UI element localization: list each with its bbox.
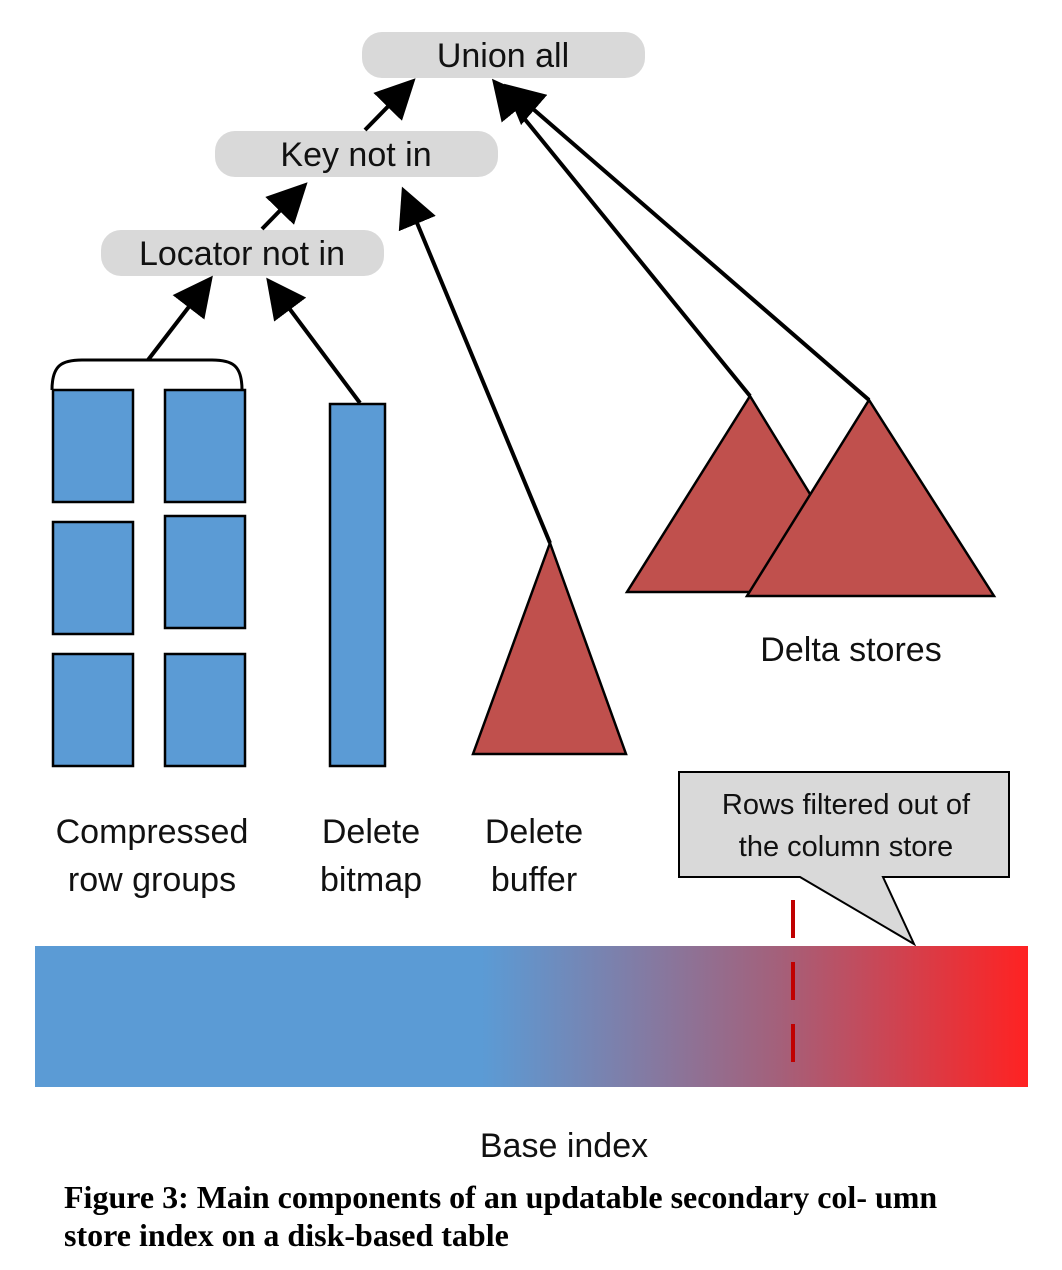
- arrow-bitmap-to-locator: [266, 277, 362, 405]
- base-index-bar: [35, 946, 1028, 1087]
- arrow-locator-to-key: [260, 182, 308, 231]
- compressed-row-groups-label-line2: row groups: [68, 861, 236, 899]
- rowgroups-brace: [50, 358, 244, 391]
- delta-stores-label: Delta stores: [760, 631, 941, 669]
- delete-buffer-triangle: [471, 539, 628, 756]
- delete-buffer-label-line2: buffer: [491, 861, 577, 899]
- row-group: [51, 520, 135, 636]
- arrows: [146, 78, 871, 544]
- callout-line1: Rows filtered out of: [722, 789, 971, 821]
- arrow-key-to-union: [363, 78, 416, 132]
- row-group: [51, 652, 135, 768]
- arrow-delta1-to-union: [491, 78, 752, 398]
- arrow-rowgroups-to-locator: [146, 275, 213, 362]
- row-group: [51, 388, 135, 504]
- base-index-label: Base index: [480, 1127, 648, 1165]
- row-group: [163, 388, 247, 504]
- delete-bitmap-label-line1: Delete: [322, 813, 420, 851]
- compressed-row-groups: [51, 388, 247, 768]
- node-key-not-in-label: Key not in: [280, 136, 431, 174]
- arrow-buffer-to-key: [398, 186, 552, 544]
- callout-line2: the column store: [739, 831, 953, 863]
- compressed-row-groups-label-line1: Compressed: [56, 813, 249, 851]
- node-locator-not-in-label: Locator not in: [139, 235, 345, 273]
- arrow-delta2-to-union: [503, 83, 871, 402]
- delete-buffer-label-line1: Delete: [485, 813, 583, 851]
- node-union-all-label: Union all: [437, 37, 569, 75]
- callout-rows-filtered: Rows filtered out of the column store: [678, 771, 1010, 947]
- node-key-not-in: Key not in: [215, 131, 498, 177]
- delete-bitmap: [328, 402, 387, 768]
- delta-store-triangle: [744, 397, 997, 598]
- delete-bitmap-label-line2: bitmap: [320, 861, 422, 899]
- row-group: [163, 652, 247, 768]
- figure-caption: Figure 3: Main components of an updatabl…: [64, 1179, 938, 1253]
- node-locator-not-in: Locator not in: [101, 230, 384, 276]
- node-union-all: Union all: [362, 32, 645, 78]
- row-group: [163, 514, 247, 630]
